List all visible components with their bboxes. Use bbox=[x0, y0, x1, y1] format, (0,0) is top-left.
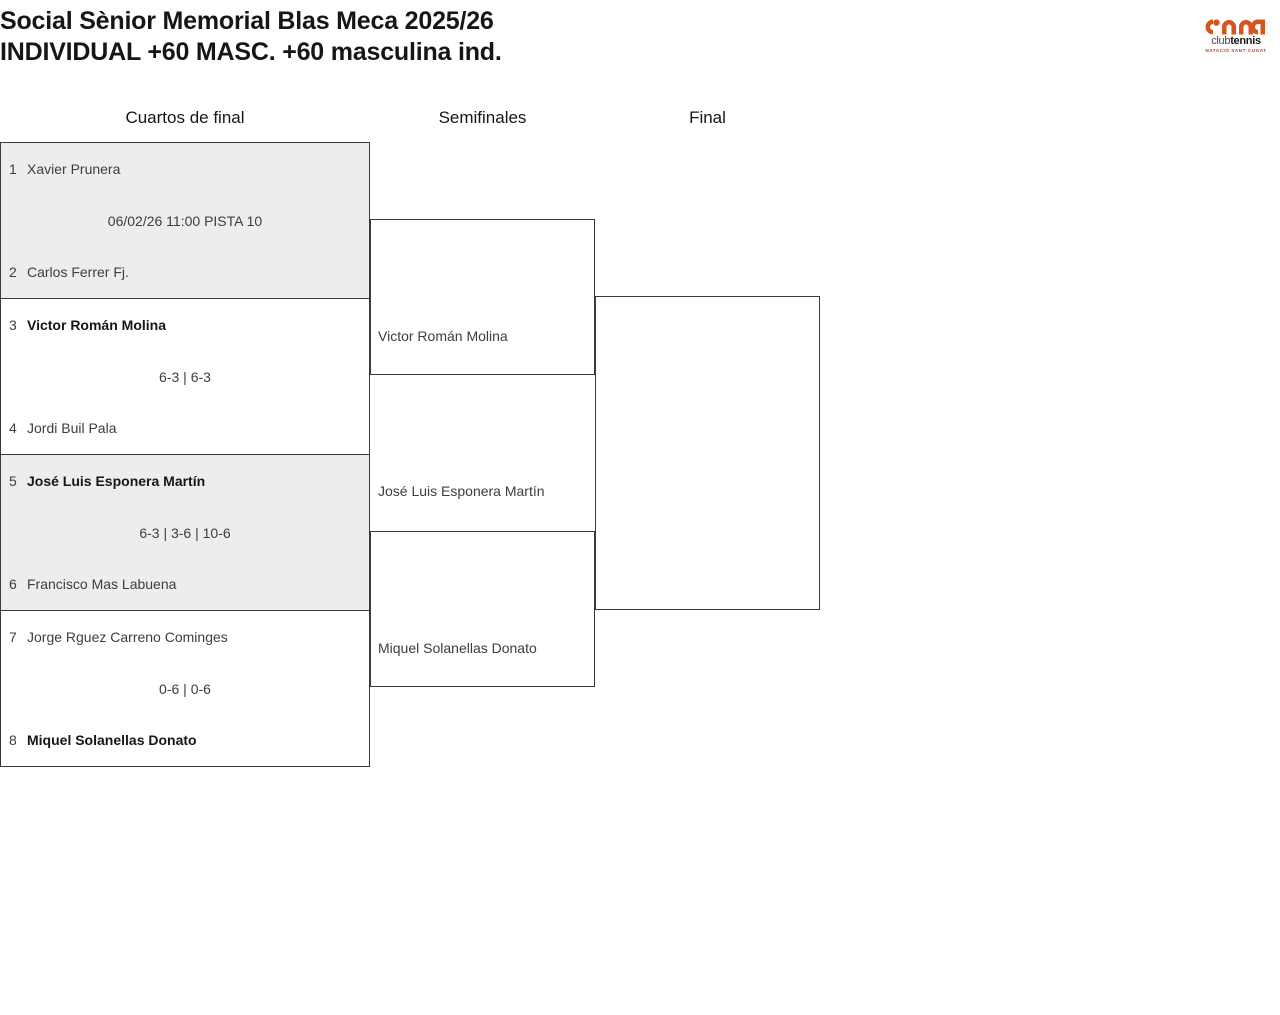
match-box[interactable] bbox=[595, 296, 820, 610]
seed-number: 8 bbox=[9, 732, 17, 748]
match-box[interactable]: Victor Román Molina bbox=[370, 219, 595, 375]
seed-number: 4 bbox=[9, 420, 17, 436]
player-name[interactable]: Jorge Rguez Carreno Cominges bbox=[27, 629, 228, 645]
match-result: 6-3 | 6-3 bbox=[159, 369, 211, 385]
match-box[interactable]: 7 Jorge Rguez Carreno Cominges 0-6 | 0-6… bbox=[0, 610, 370, 767]
player-name[interactable]: Miquel Solanellas Donato bbox=[27, 732, 197, 748]
match-result: 06/02/26 11:00 PISTA 10 bbox=[107, 213, 263, 229]
player-name[interactable]: Francisco Mas Labuena bbox=[27, 576, 177, 592]
round-header-final: Final bbox=[689, 108, 726, 127]
logo-arcs-icon bbox=[1205, 19, 1265, 35]
match-result: 6-3 | 3-6 | 10-6 bbox=[139, 525, 231, 541]
page-title: Social Sènior Memorial Blas Meca 2025/26… bbox=[0, 6, 900, 68]
round-header-semifinals: Semifinales bbox=[438, 108, 527, 127]
match-box[interactable]: 3 Victor Román Molina 6-3 | 6-3 4 Jordi … bbox=[0, 298, 370, 455]
player-name[interactable]: José Luis Esponera Martín bbox=[378, 483, 545, 499]
logo-word-tennis: tennis bbox=[1230, 35, 1261, 47]
seed-number: 7 bbox=[9, 629, 17, 645]
logo-subtitle: NATACIÓ SANT CUGAT bbox=[1205, 48, 1267, 53]
seed-number: 2 bbox=[9, 264, 17, 280]
player-name[interactable]: Victor Román Molina bbox=[378, 328, 508, 344]
seed-number: 6 bbox=[9, 576, 17, 592]
seed-number: 3 bbox=[9, 317, 17, 333]
match-box[interactable]: José Luis Esponera Martín Miquel Solanel… bbox=[370, 483, 595, 687]
player-name[interactable]: Xavier Prunera bbox=[27, 161, 121, 177]
seed-number: 1 bbox=[9, 161, 17, 177]
logo-word-club: club bbox=[1211, 35, 1231, 47]
player-name[interactable]: José Luis Esponera Martín bbox=[27, 473, 206, 489]
player-name[interactable]: Miquel Solanellas Donato bbox=[378, 640, 537, 656]
title-line-2: INDIVIDUAL +60 MASC. +60 masculina ind. bbox=[0, 38, 502, 66]
match-box[interactable]: 1 Xavier Prunera 06/02/26 11:00 PISTA 10… bbox=[0, 142, 370, 299]
player-name[interactable]: Carlos Ferrer Fj. bbox=[27, 264, 129, 280]
title-line-1: Social Sènior Memorial Blas Meca 2025/26 bbox=[0, 7, 494, 35]
match-result: 0-6 | 0-6 bbox=[159, 681, 211, 697]
seed-number: 5 bbox=[9, 473, 17, 489]
match-box[interactable]: 5 José Luis Esponera Martín 6-3 | 3-6 | … bbox=[0, 454, 370, 611]
round-header-quarterfinals: Cuartos de final bbox=[125, 108, 245, 127]
logo-wordmark: clubtennis bbox=[1211, 36, 1261, 47]
player-name[interactable]: Victor Román Molina bbox=[27, 317, 166, 333]
club-logo: clubtennis NATACIÓ SANT CUGAT bbox=[1202, 18, 1270, 60]
player-name[interactable]: Jordi Buil Pala bbox=[27, 420, 117, 436]
